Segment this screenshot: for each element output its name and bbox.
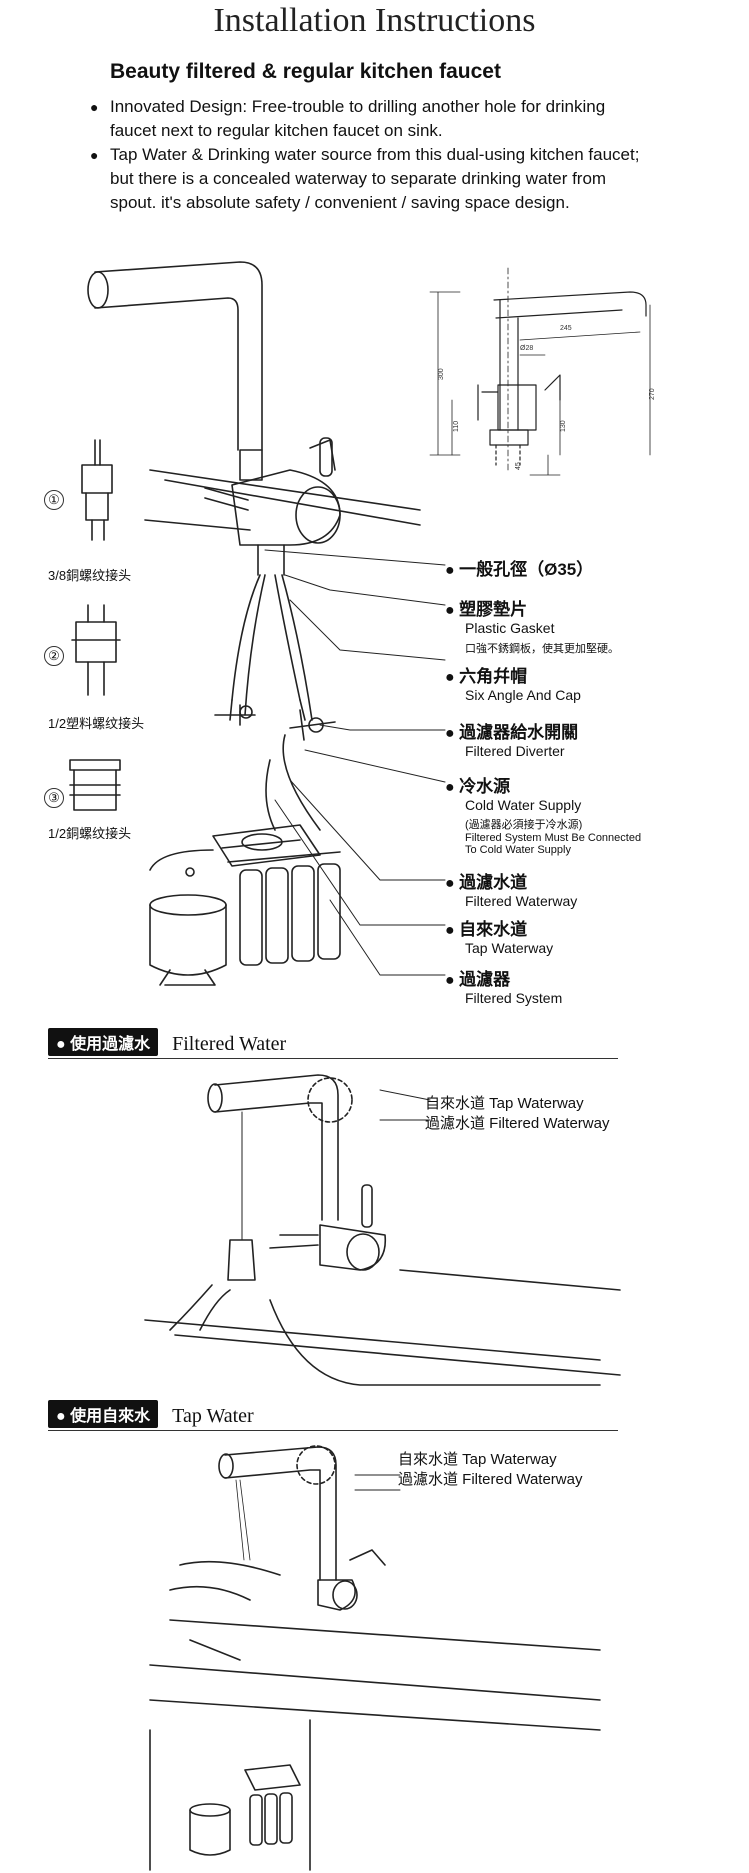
dimension-drawing — [429, 267, 651, 476]
dim-110: 110 — [453, 421, 460, 432]
callout-en: Plastic Gasket — [465, 620, 555, 636]
callout-note: 口強不銹鋼板，使其更加堅硬。 — [465, 643, 619, 655]
filter-system-illustration — [149, 824, 341, 986]
section-tap-water-header: ● 使用自來水 Tap Water — [48, 1400, 618, 1431]
bullet-dot: ● — [445, 779, 455, 796]
filtered-filtered-waterway-label: 過濾水道 Filtered Waterway — [425, 1115, 610, 1132]
callout-cn: 塑膠墊片 — [459, 600, 528, 619]
tap-filtered-waterway-label: 過濾水道 Filtered Waterway — [398, 1471, 583, 1488]
tap-water-illustration — [149, 1445, 601, 1871]
callout-en: Six Angle And Cap — [465, 687, 581, 703]
section-title: Tap Water — [172, 1405, 254, 1427]
part-number-3: ③ — [44, 788, 64, 808]
page-subtitle: Beauty filtered & regular kitchen faucet — [110, 60, 501, 83]
dim-45: 45 — [515, 462, 522, 470]
feature-item: Tap Water & Drinking water source from t… — [90, 143, 652, 215]
dim-245: 245 — [560, 325, 572, 332]
feature-item: Innovated Design: Free-trouble to drilli… — [90, 95, 652, 143]
part-number-1: ① — [44, 490, 64, 510]
dim-130: 130 — [560, 420, 567, 432]
callout-hole-diameter: ● 一般孔徑（Ø35） — [445, 555, 593, 580]
tap-tap-waterway-label: 自來水道 Tap Waterway — [398, 1451, 557, 1468]
feature-list: Innovated Design: Free-trouble to drilli… — [90, 95, 652, 215]
part-label-3: 1/2銅螺纹接头 — [48, 826, 132, 841]
part-label-2: 1/2塑料螺纹接头 — [48, 716, 145, 731]
callout-cn: 一般孔徑（Ø35） — [459, 560, 594, 579]
callout-filtered-diverter: ● 過濾器給水開關 Filtered Diverter — [445, 718, 578, 759]
callout-en: Cold Water Supply — [465, 797, 582, 813]
callout-cn: 冷水源 — [459, 777, 511, 796]
callout-six-angle-cap: ● 六角幷帽 Six Angle And Cap — [445, 662, 581, 703]
part-number-2: ② — [44, 646, 64, 666]
bullet-dot: ● — [445, 602, 455, 619]
section-filtered-water-header: ● 使用過濾水 Filtered Water — [48, 1028, 618, 1059]
callout-en: Filtered System — [465, 990, 563, 1006]
dim-300: 300 — [438, 368, 445, 380]
callout-note-en: Filtered System Must Be Connected — [465, 832, 642, 844]
callout-filtered-waterway: ● 過濾水道 Filtered Waterway — [445, 868, 577, 909]
bullet-dot: ● — [445, 875, 455, 892]
dim-diameter: Ø28 — [520, 345, 533, 352]
callout-cn: 過濾器 — [459, 970, 511, 989]
bullet-dot: ● — [445, 922, 455, 939]
callout-plastic-gasket: ● 塑膠墊片 Plastic Gasket 口強不銹鋼板，使其更加堅硬。 — [445, 595, 619, 656]
section-badge: ● 使用過濾水 — [48, 1028, 159, 1056]
bullet-dot: ● — [445, 669, 455, 686]
callout-filtered-system: ● 過濾器 Filtered System — [445, 965, 562, 1006]
bullet-dot: ● — [445, 972, 455, 989]
callout-cn: 自來水道 — [459, 920, 528, 939]
section-badge: ● 使用自來水 — [48, 1400, 159, 1428]
callout-note-en: To Cold Water Supply — [465, 844, 571, 856]
filtered-water-illustration — [144, 1074, 621, 1386]
main-faucet-illustration — [87, 261, 421, 831]
callout-en: Filtered Diverter — [465, 743, 565, 759]
callout-cn: 過濾水道 — [459, 873, 528, 892]
callout-cold-water-supply: ● 冷水源 Cold Water Supply (過濾器必須接于冷水源) Fil… — [445, 772, 641, 856]
callout-leaders — [264, 549, 446, 976]
callout-note: (過濾器必須接于冷水源) — [465, 819, 583, 831]
bullet-dot: ● — [445, 562, 455, 579]
fittings-illustration — [69, 439, 121, 811]
filtered-tap-waterway-label: 自來水道 Tap Waterway — [425, 1095, 584, 1112]
dim-270: 270 — [649, 388, 656, 400]
callout-cn: 過濾器給水開關 — [459, 723, 579, 742]
section-title: Filtered Water — [172, 1033, 287, 1055]
page-title: Installation Instructions — [213, 2, 536, 39]
bullet-dot: ● — [445, 725, 455, 742]
part-label-1: 3/8銅螺纹接头 — [48, 568, 132, 583]
callout-cn: 六角幷帽 — [459, 667, 528, 686]
callout-tap-waterway: ● 自來水道 Tap Waterway — [445, 915, 553, 956]
callout-en: Tap Waterway — [465, 940, 554, 956]
callout-en: Filtered Waterway — [465, 893, 578, 909]
